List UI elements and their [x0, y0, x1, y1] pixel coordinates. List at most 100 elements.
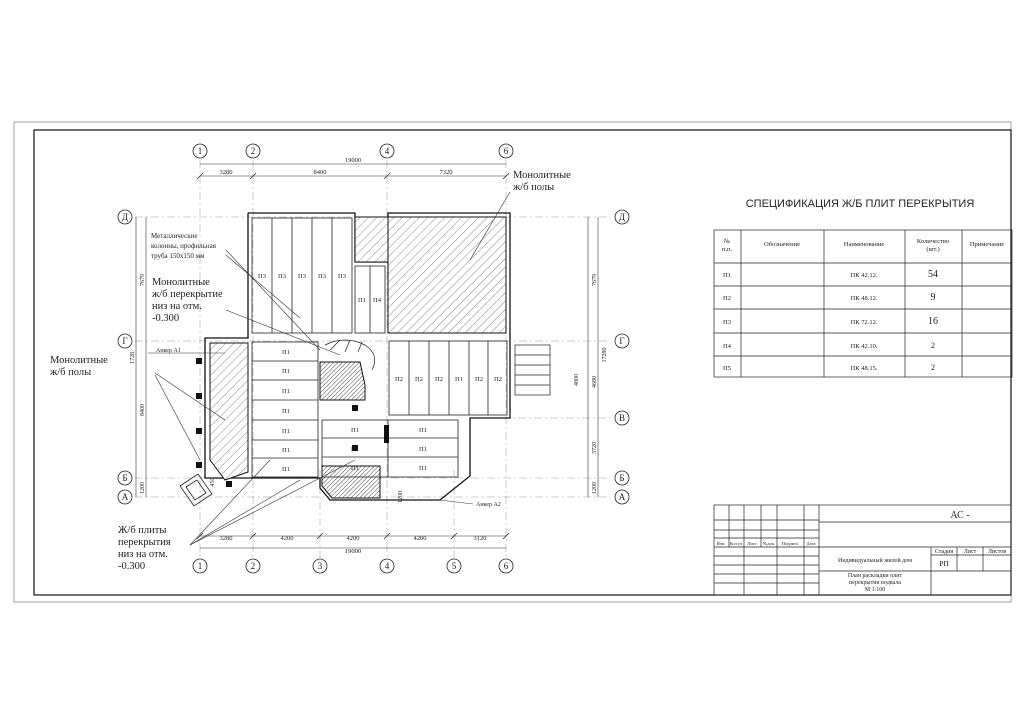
slab-label: П1: [282, 408, 290, 415]
floor-plan: 1 2 4 6 1 2 3 4 5 6 Д Г Б А Д Г В Б А 19…: [49, 143, 630, 574]
callout-anchor-a2: Анкер А2: [476, 502, 501, 508]
spec-cell: 9: [931, 292, 936, 303]
spec-cell: П4: [723, 343, 732, 350]
axis-top-1: 1: [198, 146, 203, 156]
axis-bottom-5: 5: [452, 561, 457, 571]
dim-right-2: 17280: [602, 348, 608, 363]
axis-bottom-4: 4: [385, 561, 390, 571]
dim-bottom-total: 19000: [345, 548, 361, 555]
slab-label: П1: [282, 388, 290, 395]
dim-bottom-2: 4200: [281, 535, 294, 542]
slab-label: П1: [351, 465, 359, 472]
stamp-stage: РП: [939, 559, 949, 568]
stamp-header: Лист: [747, 541, 756, 546]
monolith-floor-left: [209, 342, 249, 481]
stamp-header: Изм.: [717, 541, 726, 546]
axis-left-g: Г: [122, 336, 127, 346]
spec-cell: 2: [931, 363, 935, 372]
spec-rows: П1 ПК 42.12. 54 П2 ПК 48.12. 9 П3 ПК 72.…: [723, 269, 938, 372]
slab-label: П1: [282, 368, 290, 375]
dim-left-3: 8400: [140, 404, 146, 416]
stamp-sheets-label: Листов: [988, 549, 1006, 555]
monolith-floor-right: [387, 216, 507, 334]
axis-bottom-1: 1: [198, 561, 203, 571]
spec-header-note: Примечание: [970, 241, 1004, 248]
stamp-header: №док.: [763, 541, 775, 546]
spec-header-qty: Количество(шт.): [917, 238, 949, 253]
dim-top-total: 19000: [345, 157, 361, 164]
slab-label: П3: [278, 273, 286, 280]
stamp-header: Дата: [807, 541, 816, 546]
slab-label: П3: [318, 273, 326, 280]
axis-bottom-2: 2: [251, 561, 256, 571]
slab-label: П2: [475, 376, 483, 383]
spec-cell: ПК 42.10.: [851, 343, 878, 350]
dim-inner: 1200: [398, 491, 404, 503]
axis-left-d: Д: [122, 212, 128, 222]
slab-label: П3: [298, 273, 306, 280]
dim-left-1: 7679: [140, 274, 146, 286]
slab-label: П1: [358, 297, 366, 304]
dim-bottom-4: 4200: [414, 535, 427, 542]
spec-title: СПЕЦИФИКАЦИЯ Ж/Б ПЛИТ ПЕРЕКРЫТИЯ: [746, 198, 975, 210]
title-block: Изм. Кол.уч Лист №док. Подпись Дата АС -…: [713, 504, 1012, 596]
slab-label: П2: [435, 376, 443, 383]
spec-header-name: Наименование: [844, 241, 885, 248]
slab-label: П1: [282, 466, 290, 473]
stamp-project: Индивидуальный жилой дом: [838, 557, 912, 564]
axis-left-b: Б: [122, 473, 127, 483]
spec-cell: П2: [723, 295, 731, 302]
dim-small: 450: [210, 478, 216, 487]
slab-label: П2: [415, 376, 423, 383]
spec-cell: ПК 48.12.: [851, 295, 878, 302]
axis-bottom-3: 3: [318, 561, 323, 571]
stamp-code: АС -: [950, 510, 969, 521]
axis-top-6: 6: [504, 146, 509, 156]
dim-right-5: 3720: [592, 442, 598, 454]
slab-label: П1: [419, 427, 427, 434]
stamp-sheet-label: Лист: [964, 549, 977, 555]
spec-cell: П5: [723, 365, 731, 372]
spec-cell: ПК 72.12.: [851, 319, 878, 326]
axis-top-2: 2: [251, 146, 256, 156]
slab-label: П3: [258, 273, 266, 280]
slab-label: П1: [419, 446, 427, 453]
spec-cell: ПК 48.15.: [851, 365, 878, 372]
stamp-header: Кол.уч: [730, 541, 744, 546]
axis-left-a: А: [122, 492, 129, 502]
dim-top-1: 3280: [220, 169, 233, 176]
slab-label: П1: [282, 349, 290, 356]
spec-cell: 2: [931, 341, 935, 350]
callout-anchor-a1: Анкер А1: [156, 348, 181, 354]
axis-right-g: Г: [619, 336, 624, 346]
spec-cell: 54: [928, 269, 938, 280]
dim-right-4: 4680: [592, 376, 598, 388]
dim-right-1: 7679: [592, 274, 598, 286]
slab-label: П4: [373, 297, 382, 304]
slab-label: П1: [455, 376, 463, 383]
dim-bottom-5: 3120: [474, 535, 487, 542]
spec-cell: П1: [723, 272, 731, 279]
slab-label: П1: [351, 427, 359, 434]
slab-label: П1: [282, 447, 290, 454]
dim-bottom-1: 3280: [220, 535, 233, 542]
dim-right-3: 4800: [574, 374, 580, 386]
axis-right-v: В: [619, 413, 625, 423]
dim-right-6: 1200: [592, 482, 598, 494]
axis-bottom-6: 6: [504, 561, 509, 571]
inner-frame: [33, 129, 1012, 596]
axis-right-a: А: [619, 492, 626, 502]
stamp-stage-label: Стадия: [935, 549, 954, 555]
spec-header-designation: Обозначение: [764, 241, 800, 248]
dim-left-2: 1728: [130, 352, 136, 364]
dim-bottom-3: 4200: [347, 535, 360, 542]
